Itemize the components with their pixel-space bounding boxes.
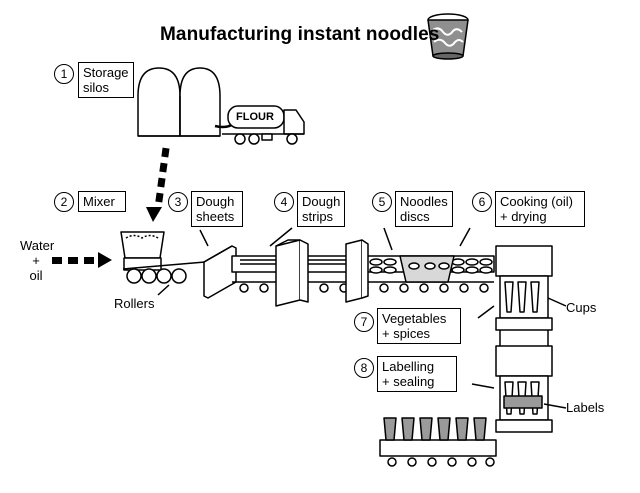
step-4-line-2: strips <box>302 209 334 224</box>
step-4-number: 4 <box>274 192 294 212</box>
step-4-line-1: Dough <box>302 194 341 209</box>
callout-lines <box>199 227 495 389</box>
water-oil-label: Water + oil <box>20 238 55 283</box>
rollers-illustration <box>122 261 206 296</box>
noodle-cup-icon <box>427 13 469 60</box>
mixer-illustration <box>120 231 165 271</box>
step-8-label: Labelling + sealing <box>377 356 457 392</box>
storage-silos-illustration <box>137 67 241 137</box>
step-8-line-2: + sealing <box>382 374 435 389</box>
water-oil-flow-arrow <box>52 252 112 268</box>
step-1-line-2: silos <box>83 80 110 95</box>
step-7-line-1: Vegetables <box>382 311 447 326</box>
water-label: Water <box>20 238 55 253</box>
step-3-line-2: sheets <box>196 209 235 224</box>
step-7-label: Vegetables + spices <box>377 308 461 344</box>
step-1-number: 1 <box>54 64 74 84</box>
step-3-line-1: Dough <box>196 194 235 209</box>
step-7-line-2: + spices <box>382 326 431 341</box>
flour-flow-arrow <box>146 147 170 222</box>
vertical-chute <box>499 330 549 346</box>
cooking-oil-bath <box>399 255 455 283</box>
step-6-line-1: Cooking (oil) <box>500 194 573 209</box>
step-5-number: 5 <box>372 192 392 212</box>
cup-filling-station <box>495 245 567 331</box>
step-2-number: 2 <box>54 192 74 212</box>
finished-cups <box>379 417 497 467</box>
plus-label: + <box>32 253 40 268</box>
step-3-number: 3 <box>168 192 188 212</box>
labelling-sealing-station <box>495 345 567 433</box>
dough-sheet-roller <box>203 245 237 299</box>
step-6-label: Cooking (oil) + drying <box>495 191 585 227</box>
flour-truck-label: FLOUR <box>236 111 274 123</box>
step-4-label: Dough strips <box>297 191 345 227</box>
strip-cutter-press <box>275 239 309 307</box>
step-3-label: Dough sheets <box>191 191 243 227</box>
step-8-line-1: Labelling <box>382 359 435 374</box>
oil-label: oil <box>29 268 43 283</box>
step-1-label: Storage silos <box>78 62 134 98</box>
page-title: Manufacturing instant noodles <box>160 24 440 45</box>
step-1-line-1: Storage <box>83 65 129 80</box>
step-6-number: 6 <box>472 192 492 212</box>
step-6-line-2: + drying <box>500 209 547 224</box>
step-5-line-2: discs <box>400 209 430 224</box>
disc-cutter-press <box>345 239 369 303</box>
step-7-number: 7 <box>354 312 374 332</box>
labels-label: Labels <box>566 400 605 415</box>
step-5-label: Noodles discs <box>395 191 453 227</box>
step-8-number: 8 <box>354 358 374 378</box>
step-2-line-1: Mixer <box>83 194 115 209</box>
cups-label: Cups <box>566 300 597 315</box>
flour-truck-illustration <box>222 105 305 145</box>
step-5-line-1: Noodles <box>400 194 448 209</box>
rollers-label: Rollers <box>114 296 155 311</box>
step-2-label: Mixer <box>78 191 126 212</box>
